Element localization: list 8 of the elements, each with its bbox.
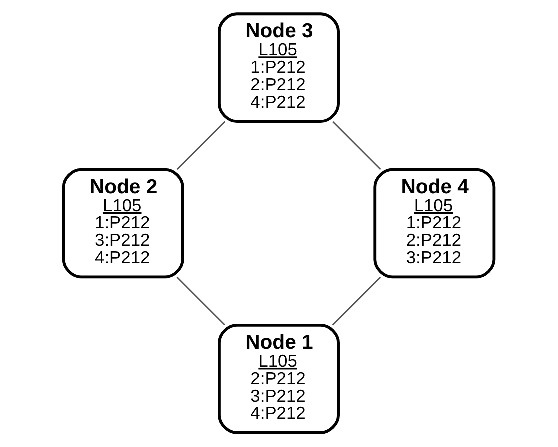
connector <box>332 121 382 170</box>
node-box: Node 1 L105 2:P212 3:P212 4:P212 <box>218 324 340 434</box>
node-box: Node 4 L105 1:P212 2:P212 3:P212 <box>374 168 496 279</box>
connector <box>176 121 226 170</box>
node-box: Node 3 L105 1:P212 2:P212 4:P212 <box>218 12 340 124</box>
node-box: Node 2 L105 1:P212 3:P212 4:P212 <box>62 168 184 279</box>
connector <box>332 277 382 326</box>
connector <box>176 276 226 326</box>
